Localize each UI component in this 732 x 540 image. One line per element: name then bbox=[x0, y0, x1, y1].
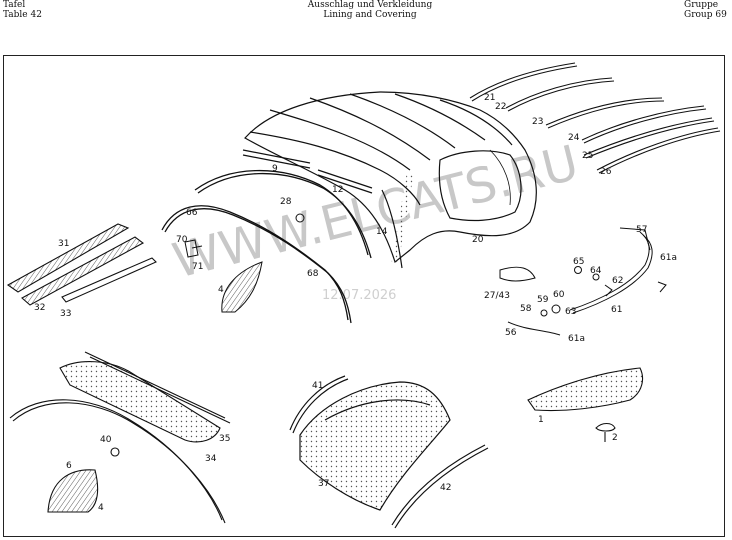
callout-35: 35 bbox=[219, 434, 230, 444]
callout-6: 6 bbox=[66, 461, 72, 471]
callout-60: 60 bbox=[553, 290, 565, 300]
small-parts-left bbox=[184, 239, 263, 313]
callout-32: 32 bbox=[34, 303, 45, 313]
callout-37: 37 bbox=[318, 479, 329, 489]
table-number: 42 bbox=[30, 10, 42, 20]
group-label-en: Group 69 bbox=[684, 10, 727, 20]
callout-4a: 4 bbox=[218, 285, 224, 295]
group-number: 69 bbox=[715, 10, 727, 20]
callout-22: 22 bbox=[495, 102, 506, 112]
callout-4b: 4 bbox=[98, 503, 104, 513]
group-label: Gruppe Group 69 bbox=[684, 0, 727, 20]
callout-27-43: 27/43 bbox=[484, 291, 510, 301]
callout-12: 12 bbox=[332, 185, 343, 195]
title-en: Lining and Covering bbox=[323, 10, 417, 20]
callout-23: 23 bbox=[532, 117, 543, 127]
callout-62: 62 bbox=[612, 276, 623, 286]
callout-61a-bottom: 61a bbox=[568, 334, 585, 344]
callout-41: 41 bbox=[312, 381, 323, 391]
callout-34: 34 bbox=[205, 454, 217, 464]
bottom-left-assembly bbox=[9, 351, 231, 524]
callout-14: 14 bbox=[376, 227, 388, 237]
callout-59: 59 bbox=[537, 295, 549, 305]
roof-bows bbox=[469, 62, 721, 174]
callout-33: 33 bbox=[60, 309, 71, 319]
callout-71: 71 bbox=[192, 262, 203, 272]
callout-57: 57 bbox=[636, 225, 647, 235]
callout-64: 64 bbox=[590, 266, 602, 276]
diagram-frame bbox=[3, 55, 725, 537]
callout-labels: 1 2 4 4 6 9 12 14 20 21 22 23 24 25 26 2… bbox=[34, 93, 677, 513]
callout-26: 26 bbox=[600, 167, 612, 177]
callout-2: 2 bbox=[612, 433, 618, 443]
title-de: Ausschlag und Verkleidung bbox=[307, 0, 433, 10]
left-rails bbox=[6, 223, 157, 306]
callout-21: 21 bbox=[484, 93, 495, 103]
callout-61a-top: 61a bbox=[660, 253, 677, 263]
callout-68: 68 bbox=[307, 269, 319, 279]
table-label: Tafel Table 42 bbox=[3, 0, 42, 20]
callout-56: 56 bbox=[505, 328, 517, 338]
callout-31: 31 bbox=[58, 239, 69, 249]
small-parts-right bbox=[499, 227, 667, 336]
callout-24: 24 bbox=[568, 133, 580, 143]
group-label-de: Gruppe bbox=[684, 0, 719, 10]
callout-58: 58 bbox=[520, 304, 532, 314]
callout-66: 66 bbox=[186, 208, 198, 218]
watermark-date: 12.07.2026 bbox=[322, 288, 396, 303]
callout-1: 1 bbox=[538, 415, 544, 425]
part-1-lining bbox=[527, 367, 644, 442]
table-label-en: Table 42 bbox=[3, 10, 42, 20]
callout-42: 42 bbox=[440, 483, 451, 493]
bottom-center-cover bbox=[289, 375, 489, 529]
callout-9: 9 bbox=[272, 164, 278, 174]
table-label-de: Tafel bbox=[3, 0, 26, 10]
callout-40: 40 bbox=[100, 435, 112, 445]
callout-25: 25 bbox=[582, 151, 593, 161]
callout-70: 70 bbox=[176, 235, 188, 245]
callout-61: 61 bbox=[611, 305, 622, 315]
roof-arcs bbox=[161, 169, 372, 324]
page-title: Ausschlag und Verkleidung Lining and Cov… bbox=[300, 0, 440, 20]
callout-20: 20 bbox=[472, 235, 484, 245]
callout-28: 28 bbox=[280, 197, 292, 207]
soft-top-assembly bbox=[244, 91, 537, 264]
trim-strips bbox=[242, 149, 403, 269]
callout-65: 65 bbox=[573, 257, 584, 267]
callout-63: 63 bbox=[565, 307, 576, 317]
